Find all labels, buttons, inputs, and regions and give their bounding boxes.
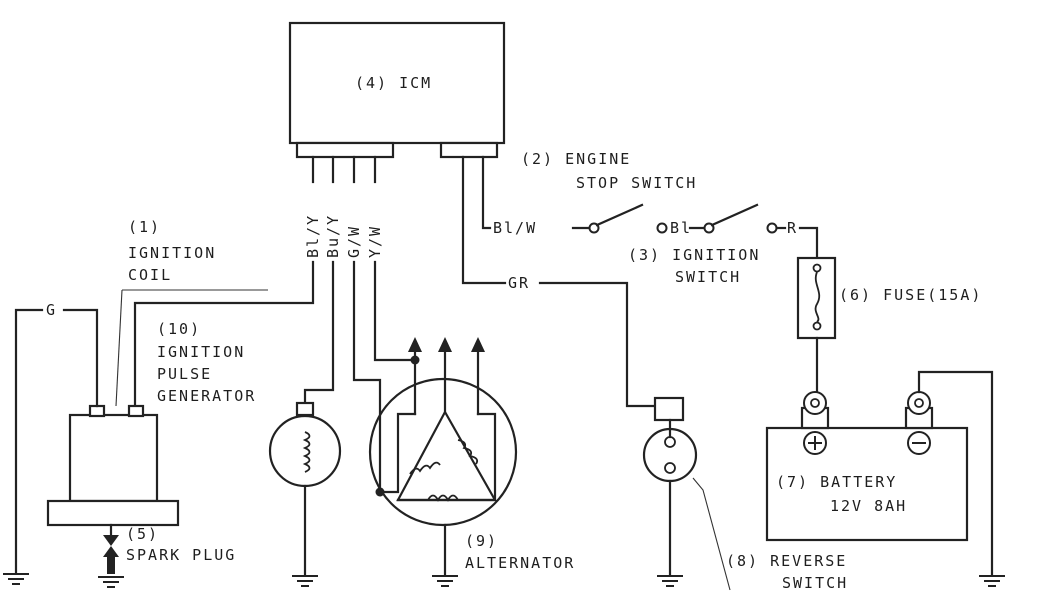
pulse-generator-label-4: GENERATOR xyxy=(157,387,256,405)
winding-left-icon xyxy=(409,461,441,475)
wire-y-w xyxy=(373,260,417,362)
coil-ground-wire xyxy=(14,308,44,575)
reverse-switch xyxy=(642,396,698,577)
icm-connector-a-leads xyxy=(311,155,377,184)
wire-label-bu-y: Bu/Y xyxy=(324,214,342,258)
ignition-switch-label-2: SWITCH xyxy=(675,268,741,286)
ignition-coil xyxy=(46,404,180,527)
alternator-label-2: ALTERNATOR xyxy=(465,554,575,572)
wire-label-y-w: Y/W xyxy=(366,225,384,258)
reverse-switch-label-1: (8) REVERSE xyxy=(726,552,847,570)
wire-label-r: R xyxy=(787,219,798,237)
wire-g xyxy=(62,308,99,408)
wire-label-bl-w: Bl/W xyxy=(493,219,537,237)
pulse-generator-ground-icon xyxy=(291,575,319,587)
coil-winding-icon xyxy=(302,431,311,473)
wire-r xyxy=(798,226,819,260)
engine-stop-switch-label-2: STOP SWITCH xyxy=(576,174,697,192)
engine-stop-switch-label-1: (2) ENGINE xyxy=(521,150,631,168)
alternator xyxy=(368,337,518,577)
ignition-switch xyxy=(703,203,778,234)
engine-stop-switch xyxy=(588,203,668,234)
pulse-generator-label-1: (10) xyxy=(157,320,201,338)
pulse-generator xyxy=(268,401,342,577)
battery-ground-wire xyxy=(917,370,994,577)
ignition-switch-label-1: (3) IGNITION xyxy=(628,246,760,264)
reverse-switch-label-2: SWITCH xyxy=(782,574,848,592)
wire-bl-w xyxy=(481,155,492,230)
spark-plug xyxy=(103,523,119,574)
wire-label-g: G xyxy=(46,301,57,319)
ignition-coil-label-2: IGNITION xyxy=(128,244,216,262)
wire-label-g-w: G/W xyxy=(345,225,363,258)
alternator-ground-icon xyxy=(431,575,459,587)
coil-leader xyxy=(115,289,123,407)
battery-label-2: 12V 8AH xyxy=(830,497,907,515)
wire-g-w xyxy=(352,260,382,494)
alternator-label-1: (9) xyxy=(465,532,498,550)
wire-label-gr: GR xyxy=(508,274,530,292)
spark-plug-ground-icon xyxy=(97,576,125,588)
reverse-switch-leader xyxy=(692,477,731,591)
icm-label: (4) ICM xyxy=(355,74,432,92)
spark-plug-label-2: SPARK PLUG xyxy=(126,546,236,564)
spark-plug-label-1: (5) xyxy=(126,525,159,543)
wire-label-bl-y: Bl/Y xyxy=(304,214,322,258)
battery-label-1: (7) BATTERY xyxy=(776,473,897,491)
ignition-coil-label-1: (1) xyxy=(128,218,161,236)
ignition-coil-label-3: COIL xyxy=(128,266,172,284)
battery xyxy=(765,391,969,542)
fuse-label: (6) FUSE(15A) xyxy=(839,286,982,304)
winding-bottom-icon xyxy=(427,494,459,502)
icm-unit: (4) ICM xyxy=(288,21,506,159)
wire-bu-y xyxy=(303,260,335,405)
wire-bl-y xyxy=(133,260,315,411)
winding-right-icon xyxy=(457,439,479,465)
wire-gr-switch xyxy=(538,281,657,408)
wire-label-bl: Bl xyxy=(670,219,692,237)
reverse-switch-ground-icon xyxy=(656,575,684,587)
pulse-generator-label-3: PULSE xyxy=(157,365,212,383)
coil-ground-icon xyxy=(2,573,30,585)
pulse-generator-label-2: IGNITION xyxy=(157,343,245,361)
wire-gr xyxy=(461,155,507,285)
fuse xyxy=(796,256,837,340)
battery-ground-icon xyxy=(978,575,1006,587)
